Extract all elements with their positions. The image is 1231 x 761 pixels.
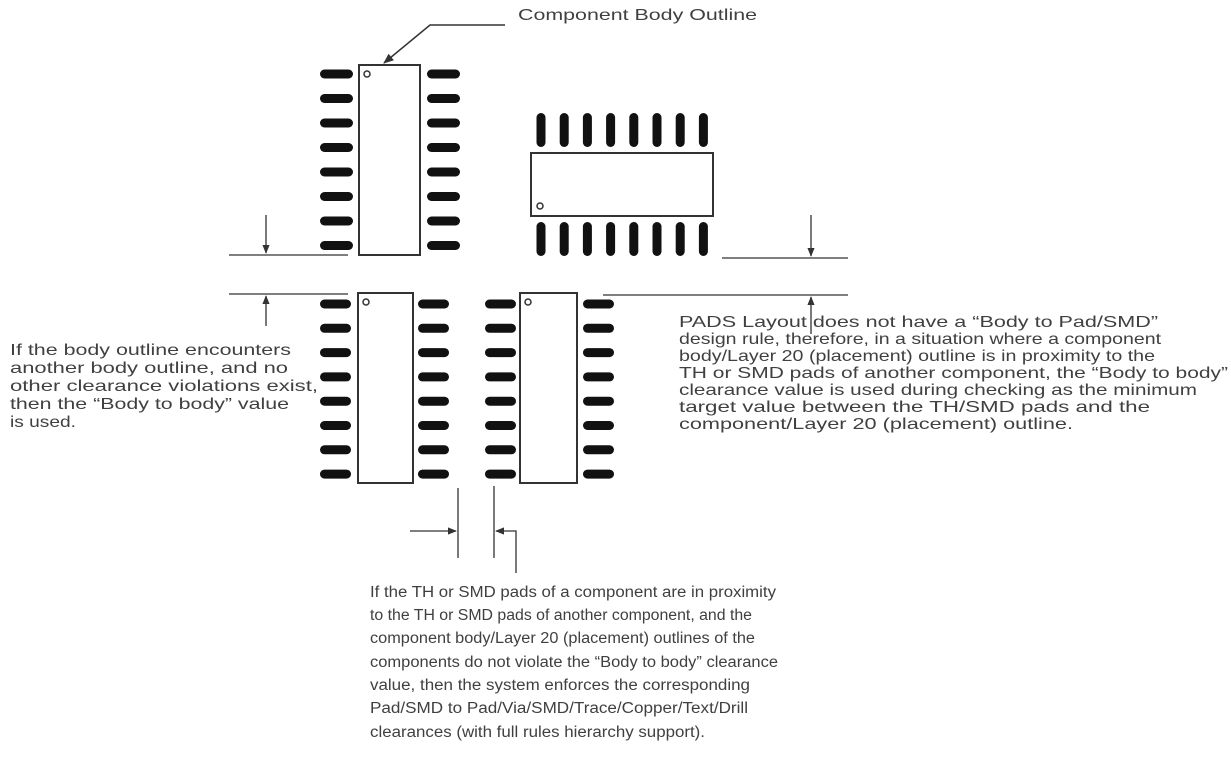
smd-pad	[418, 469, 449, 479]
smd-pad	[427, 94, 460, 103]
note-line: clearance value is used during checking …	[679, 382, 1197, 399]
smd-pad	[606, 113, 616, 147]
note-line: component/Layer 20 (placement) outline.	[679, 416, 1073, 433]
smd-pad	[418, 323, 449, 333]
smd-pad	[606, 222, 616, 256]
note-line: component body/Layer 20 (placement) outl…	[370, 630, 755, 647]
smd-pad	[583, 348, 614, 358]
smd-pad	[583, 445, 614, 455]
note-line: to the TH or SMD pads of another compone…	[370, 607, 752, 624]
smd-pad	[698, 113, 708, 147]
note-line: If the TH or SMD pads of a component are…	[370, 584, 776, 601]
note-line: value, then the system enforces the corr…	[370, 677, 750, 694]
smd-pad	[583, 299, 614, 309]
smd-pad	[559, 113, 569, 147]
pin1-marker	[363, 70, 371, 78]
smd-pad	[320, 241, 353, 250]
note-line: other clearance violations exist,	[10, 378, 318, 395]
smd-pad	[320, 421, 351, 430]
note-line: If the body outline encounters	[10, 342, 291, 359]
smd-pad	[320, 396, 351, 406]
smd-pad	[320, 192, 353, 201]
pin1-marker	[536, 202, 544, 210]
smd-pad	[583, 323, 614, 333]
smd-pad	[582, 222, 592, 256]
pin1-marker	[524, 298, 532, 306]
smd-pad	[320, 69, 353, 79]
smd-pad	[427, 192, 460, 201]
note-line: TH or SMD pads of another component, the…	[679, 365, 1228, 382]
smd-pad	[485, 372, 516, 382]
smd-pad	[485, 348, 516, 358]
smd-pad	[320, 118, 353, 128]
smd-pad	[629, 222, 639, 256]
smd-pad	[320, 323, 351, 333]
smd-pad	[698, 222, 708, 256]
smd-pad	[427, 118, 460, 128]
smd-pad	[427, 167, 460, 177]
smd-pad	[320, 216, 353, 226]
note-line: body/Layer 20 (placement) outline is in …	[679, 348, 1155, 365]
smd-pad	[485, 469, 516, 479]
smd-pad	[652, 113, 662, 147]
note-line: target value between the TH/SMD pads and…	[679, 399, 1150, 416]
smd-pad	[485, 396, 516, 406]
smd-pad	[583, 469, 614, 479]
smd-pad	[583, 372, 614, 382]
smd-pad	[320, 143, 353, 152]
smd-pad	[418, 421, 449, 430]
note-line: then the “Body to body” value	[10, 396, 289, 413]
note-line: design rule, therefore, in a situation w…	[679, 331, 1162, 348]
note-line: is used.	[10, 414, 76, 431]
smd-pad	[427, 241, 460, 250]
smd-pad	[485, 299, 516, 309]
callout-leader-arrow	[383, 24, 505, 64]
smd-pad	[582, 113, 592, 147]
smd-pad	[652, 222, 662, 256]
smd-pad	[418, 396, 449, 406]
note-line: another body outline, and no	[10, 360, 288, 377]
left-note: If the body outline encounters another b…	[10, 342, 318, 431]
note-line: clearances (with full rules hierarchy su…	[370, 724, 705, 741]
smd-pad	[559, 222, 569, 256]
bottom-note: If the TH or SMD pads of a component are…	[370, 584, 778, 741]
pin1-marker	[362, 298, 370, 306]
smd-pad	[583, 421, 614, 430]
smd-pad	[485, 445, 516, 455]
component-body-outline	[519, 292, 578, 484]
note-line: components do not violate the “Body to b…	[370, 654, 778, 671]
smd-pad	[675, 222, 685, 256]
smd-pad	[675, 113, 685, 147]
component-body-outline	[358, 64, 421, 256]
note-line: Pad/SMD to Pad/Via/SMD/Trace/Copper/Text…	[370, 700, 748, 717]
note-line: PADS Layout does not have a “Body to Pad…	[679, 314, 1158, 331]
smd-pad	[320, 348, 351, 358]
smd-pad	[418, 299, 449, 309]
smd-pad	[427, 216, 460, 226]
smd-pad	[536, 222, 546, 256]
smd-pad	[536, 113, 546, 147]
smd-pad	[427, 69, 460, 79]
right-note: PADS Layout does not have a “Body to Pad…	[679, 314, 1228, 433]
smd-pad	[629, 113, 639, 147]
dimension-arrow-left	[495, 527, 517, 573]
component-body-outline	[530, 152, 714, 217]
smd-pad	[427, 143, 460, 152]
smd-pad	[485, 323, 516, 333]
smd-pad	[320, 469, 351, 479]
smd-pad	[320, 167, 353, 177]
callout-title: Component Body Outline	[518, 7, 757, 24]
smd-pad	[320, 94, 353, 103]
smd-pad	[418, 348, 449, 358]
smd-pad	[485, 421, 516, 430]
smd-pad	[320, 299, 351, 309]
smd-pad	[320, 445, 351, 455]
component-body-outline	[357, 292, 414, 484]
smd-pad	[418, 372, 449, 382]
smd-pad	[320, 372, 351, 382]
smd-pad	[583, 396, 614, 406]
smd-pad	[418, 445, 449, 455]
